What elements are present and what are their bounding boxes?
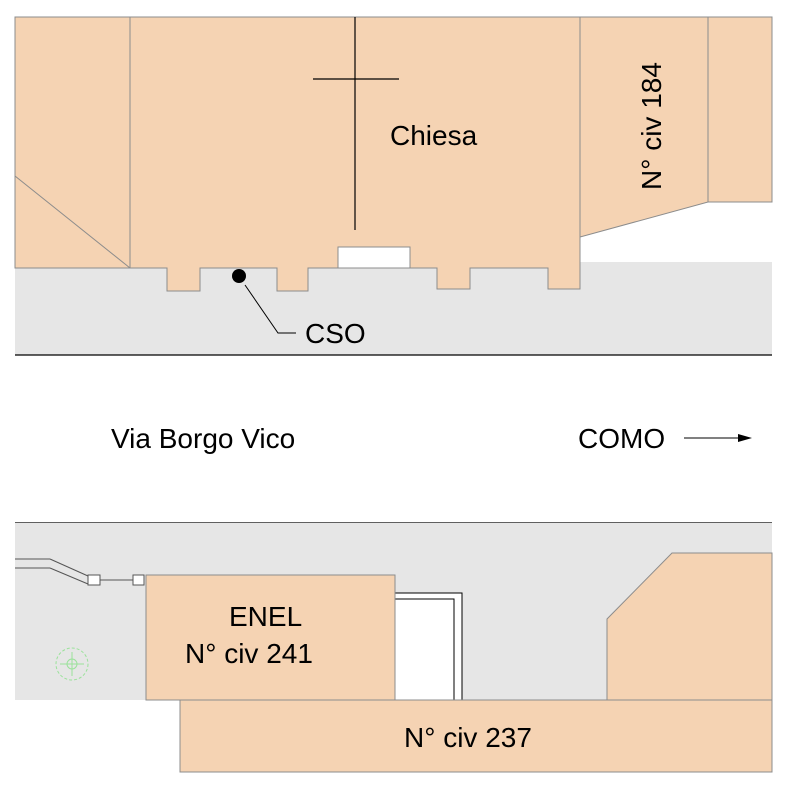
north-sidewalk — [15, 262, 772, 355]
cross-icon — [313, 17, 399, 230]
cso-label: CSO — [305, 318, 366, 349]
cso-leader-line — [244, 284, 296, 334]
direction-label: COMO — [578, 423, 665, 454]
arrow-right-icon — [684, 434, 752, 442]
civ241-label: N° civ 241 — [185, 638, 313, 669]
civ237-building — [179, 699, 773, 773]
utility-line — [15, 558, 145, 586]
enel-label: ENEL — [229, 601, 302, 632]
church-entrance — [337, 246, 411, 269]
civ237-label: N° civ 237 — [404, 722, 532, 753]
civ184-label: N° civ 184 — [636, 62, 667, 190]
church-label: Chiesa — [390, 120, 478, 151]
street-name: Via Borgo Vico — [111, 423, 295, 454]
tree-icon — [55, 647, 89, 681]
cso-marker-icon — [232, 269, 246, 283]
enel-building — [145, 574, 396, 701]
building-divider-diagonal — [14, 175, 131, 269]
gate-frame — [394, 592, 463, 701]
